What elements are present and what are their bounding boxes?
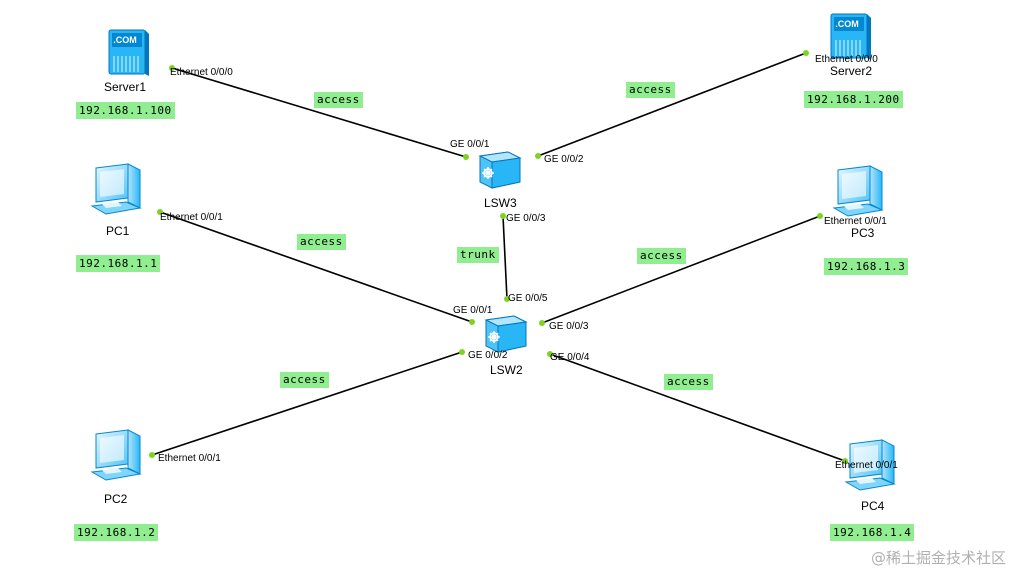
port-dot	[842, 458, 848, 464]
port-dot	[803, 50, 809, 56]
link-tag-server2: access	[626, 82, 675, 98]
server2-icon[interactable]: .COM	[830, 13, 872, 61]
server1-port-label: Ethernet 0/0/0	[170, 67, 233, 78]
pc4-port-label: Ethernet 0/0/1	[835, 460, 898, 471]
pc2-icon[interactable]	[91, 429, 141, 481]
lsw2-name: LSW2	[490, 363, 523, 377]
port-dot	[817, 213, 823, 219]
port-dot	[500, 213, 506, 219]
server2-name: Server2	[830, 64, 872, 78]
port-dot	[539, 320, 545, 326]
server1-icon[interactable]: .COM	[108, 29, 150, 77]
link-tag-trunk: trunk	[457, 247, 499, 263]
port-dots	[149, 50, 848, 464]
link-tag-server1: access	[314, 92, 363, 108]
watermark: @稀土掘金技术社区	[870, 549, 1006, 567]
pc1-ip: 192.168.1.1	[76, 255, 161, 272]
links	[151, 52, 846, 462]
link-pc4-lsw2[interactable]	[549, 353, 846, 462]
port-dot	[169, 65, 175, 71]
pc4-name: PC4	[861, 499, 885, 513]
lsw3-port-g3: GE 0/0/3	[506, 213, 546, 224]
pc3-ip: 192.168.1.3	[824, 258, 909, 275]
port-dot	[463, 154, 469, 160]
port-dot	[504, 296, 510, 302]
port-dot	[547, 351, 553, 357]
pc3-icon[interactable]	[833, 165, 883, 217]
link-tag-pc2: access	[280, 372, 329, 388]
link-lsw3-lsw2[interactable]	[502, 215, 508, 300]
server1-ip: 192.168.1.100	[76, 102, 175, 119]
lsw2-port-g4: GE 0/0/4	[550, 352, 590, 363]
pc1-icon[interactable]	[91, 163, 141, 215]
link-pc1-lsw2[interactable]	[159, 211, 473, 323]
server1-icon-text: .COM	[113, 35, 137, 45]
server1-name: Server1	[104, 80, 146, 94]
lsw2-switch-icon[interactable]	[485, 315, 527, 353]
link-pc2-lsw2[interactable]	[151, 351, 463, 456]
lsw2-port-g1: GE 0/0/1	[453, 305, 493, 316]
link-server2-lsw3[interactable]	[537, 52, 807, 157]
port-dot	[535, 153, 541, 159]
link-tag-pc3: access	[637, 248, 686, 264]
lsw3-switch-icon[interactable]	[479, 151, 521, 189]
lsw2-port-g3: GE 0/0/3	[549, 321, 589, 332]
link-server1-lsw3[interactable]	[171, 67, 467, 158]
port-dot	[469, 319, 475, 325]
pc4-ip: 192.168.1.4	[830, 524, 915, 541]
lsw3-port-g2: GE 0/0/2	[544, 154, 584, 165]
lsw3-port-g1: GE 0/0/1	[450, 139, 490, 150]
lsw3-name: LSW3	[484, 196, 517, 210]
pc3-port-label: Ethernet 0/0/1	[824, 216, 887, 227]
link-tag-pc1: access	[297, 234, 346, 250]
lsw2-port-g5: GE 0/0/5	[508, 293, 548, 304]
server2-icon-text: .COM	[835, 19, 859, 29]
lsw2-port-g2: GE 0/0/2	[468, 350, 508, 361]
link-tag-pc4: access	[664, 374, 713, 390]
server2-ip: 192.168.1.200	[804, 91, 903, 108]
link-pc3-lsw2[interactable]	[541, 215, 821, 324]
port-dot	[157, 209, 163, 215]
server2-port-label: Ethernet 0/0/0	[815, 54, 878, 65]
pc2-ip: 192.168.1.2	[74, 524, 159, 541]
pc1-port-label: Ethernet 0/0/1	[160, 212, 223, 223]
port-dot	[149, 452, 155, 458]
pc3-name: PC3	[851, 226, 875, 240]
pc1-name: PC1	[106, 224, 130, 238]
port-dot	[459, 349, 465, 355]
pc2-port-label: Ethernet 0/0/1	[158, 453, 221, 464]
pc2-name: PC2	[104, 492, 128, 506]
